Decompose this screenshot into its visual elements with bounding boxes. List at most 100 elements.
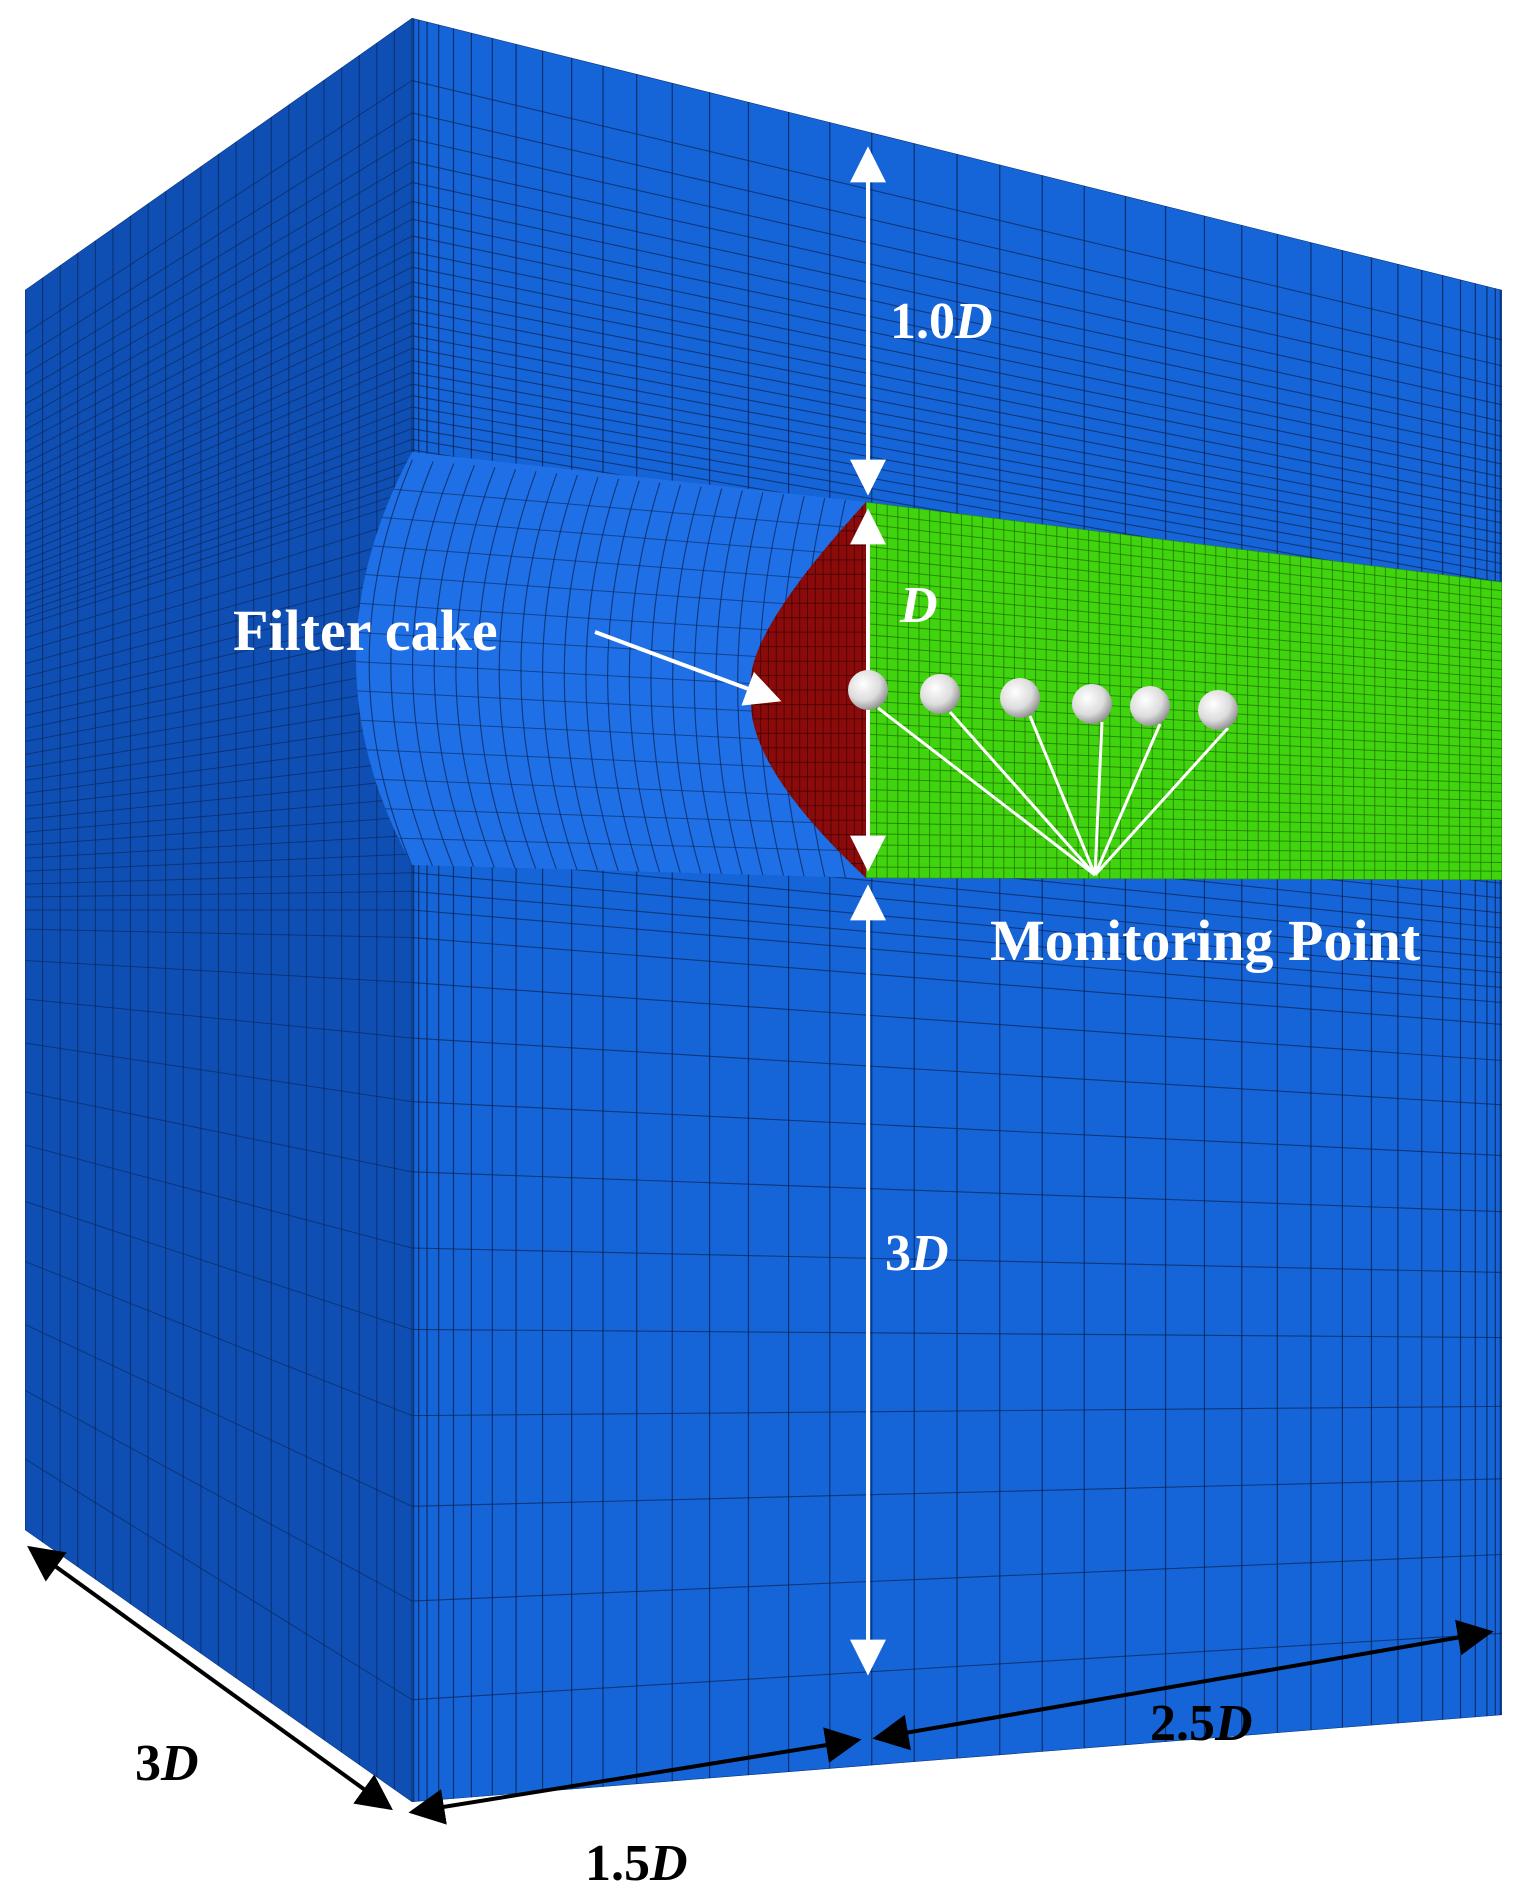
- mesh-line: [25, 1091, 412, 1173]
- filter-cake-arrow: [594, 630, 782, 706]
- mesh-line: [866, 833, 1502, 846]
- mesh-line: [412, 463, 455, 869]
- mesh-line: [866, 866, 1502, 872]
- mesh-line: [25, 499, 412, 626]
- dimension-arrow-depth: [27, 1545, 393, 1811]
- monitoring-point-sphere: [1000, 678, 1040, 718]
- mesh-line: [412, 335, 1502, 545]
- mesh-line: [25, 760, 412, 807]
- mesh-line: [25, 928, 412, 939]
- mesh-line: [25, 360, 412, 529]
- mesh-line: [866, 733, 1502, 767]
- mesh-line: [412, 218, 1502, 452]
- mesh-line: [866, 711, 1502, 750]
- mesh-line: [25, 112, 412, 357]
- monitoring-point-leader: [948, 711, 1097, 876]
- dimension-label-bottom: 3D: [885, 1225, 949, 1282]
- mesh-line: [866, 744, 1502, 776]
- mesh-line: [25, 251, 412, 454]
- mesh-line: [866, 623, 1502, 679]
- mesh-line: [25, 1144, 412, 1249]
- monitoring-point-sphere: [848, 670, 888, 710]
- mesh-line: [25, 816, 412, 846]
- mesh-line: [866, 601, 1502, 662]
- mesh-line: [412, 371, 1502, 574]
- mesh-line: [356, 481, 866, 530]
- mesh-line: [25, 181, 412, 405]
- dimension-label-mid: D: [899, 577, 938, 634]
- mesh-line: [585, 478, 620, 873]
- mesh-line: [356, 510, 866, 557]
- mesh-line: [866, 811, 1502, 828]
- mesh-line: [866, 800, 1502, 820]
- mesh-line: [25, 667, 412, 742]
- mesh-line: [866, 766, 1502, 793]
- mesh-line: [498, 471, 537, 871]
- mesh-line: [412, 1171, 1502, 1213]
- mesh-line: [25, 80, 412, 334]
- mesh-line: [25, 592, 412, 691]
- mesh-line: [25, 611, 412, 704]
- mesh-line: [25, 449, 412, 591]
- mesh-line: [866, 789, 1502, 811]
- mesh-line: [412, 360, 1502, 565]
- mesh-line: [412, 161, 1502, 406]
- mesh-line: [25, 383, 412, 546]
- mesh-line: [390, 461, 434, 868]
- mesh-line: [25, 834, 412, 859]
- mesh-line: [866, 634, 1502, 688]
- mesh-line: [356, 569, 866, 610]
- mesh-line: [25, 459, 412, 598]
- mesh-line: [25, 853, 412, 872]
- mesh-line: [433, 465, 475, 869]
- mesh-line: [25, 322, 412, 503]
- mesh-line: [25, 395, 412, 553]
- mesh-line: [25, 629, 412, 717]
- mesh-line: [866, 545, 1502, 618]
- mesh-line: [866, 844, 1502, 855]
- mesh-line: [25, 1324, 412, 1507]
- mesh-line: [25, 1260, 412, 1417]
- mesh-line: [412, 1553, 1502, 1602]
- monitoring-point-leader: [1093, 723, 1162, 876]
- mesh-line: [866, 612, 1502, 671]
- mesh-line: [25, 722, 412, 781]
- mesh-line: [866, 534, 1502, 609]
- mesh-line: [25, 235, 412, 442]
- mesh-line: [356, 805, 866, 825]
- dimension-arrow-front-right: [872, 1619, 1494, 1751]
- mesh-line: [412, 936, 1502, 1026]
- monitoring-point-leader: [1093, 721, 1104, 876]
- mesh-line: [25, 18, 412, 291]
- mesh-line: [607, 480, 640, 873]
- mesh-line: [356, 776, 866, 798]
- monitoring-point-sphere: [1072, 684, 1112, 724]
- mesh-line: [412, 281, 1502, 502]
- mesh-line: [650, 484, 681, 874]
- mesh-line: [25, 797, 412, 833]
- mesh-line: [477, 469, 517, 870]
- mesh-line: [412, 138, 1502, 388]
- mesh-line: [866, 822, 1502, 837]
- mesh-line: [25, 295, 412, 484]
- mesh-line: [25, 685, 412, 755]
- mesh-line: [25, 704, 412, 768]
- mesh-line: [25, 469, 412, 605]
- mesh-line: [412, 1037, 1502, 1106]
- mesh-line: [412, 309, 1502, 524]
- mesh-line: [715, 490, 743, 876]
- mesh-line: [25, 479, 412, 612]
- mesh-line: [25, 555, 412, 665]
- dimension-arrow-front-left: [408, 1727, 862, 1825]
- mesh-line: [25, 573, 412, 678]
- mesh-line: [25, 406, 412, 561]
- mesh-line: [866, 523, 1502, 601]
- mesh-line: [25, 1201, 412, 1330]
- mesh-line: [368, 459, 413, 868]
- dimension-label-depth: 3D: [135, 1735, 199, 1792]
- mesh-line: [25, 517, 412, 639]
- mesh-line: [866, 589, 1502, 653]
- mesh-line: [412, 347, 1502, 555]
- mesh-line: [412, 181, 1502, 422]
